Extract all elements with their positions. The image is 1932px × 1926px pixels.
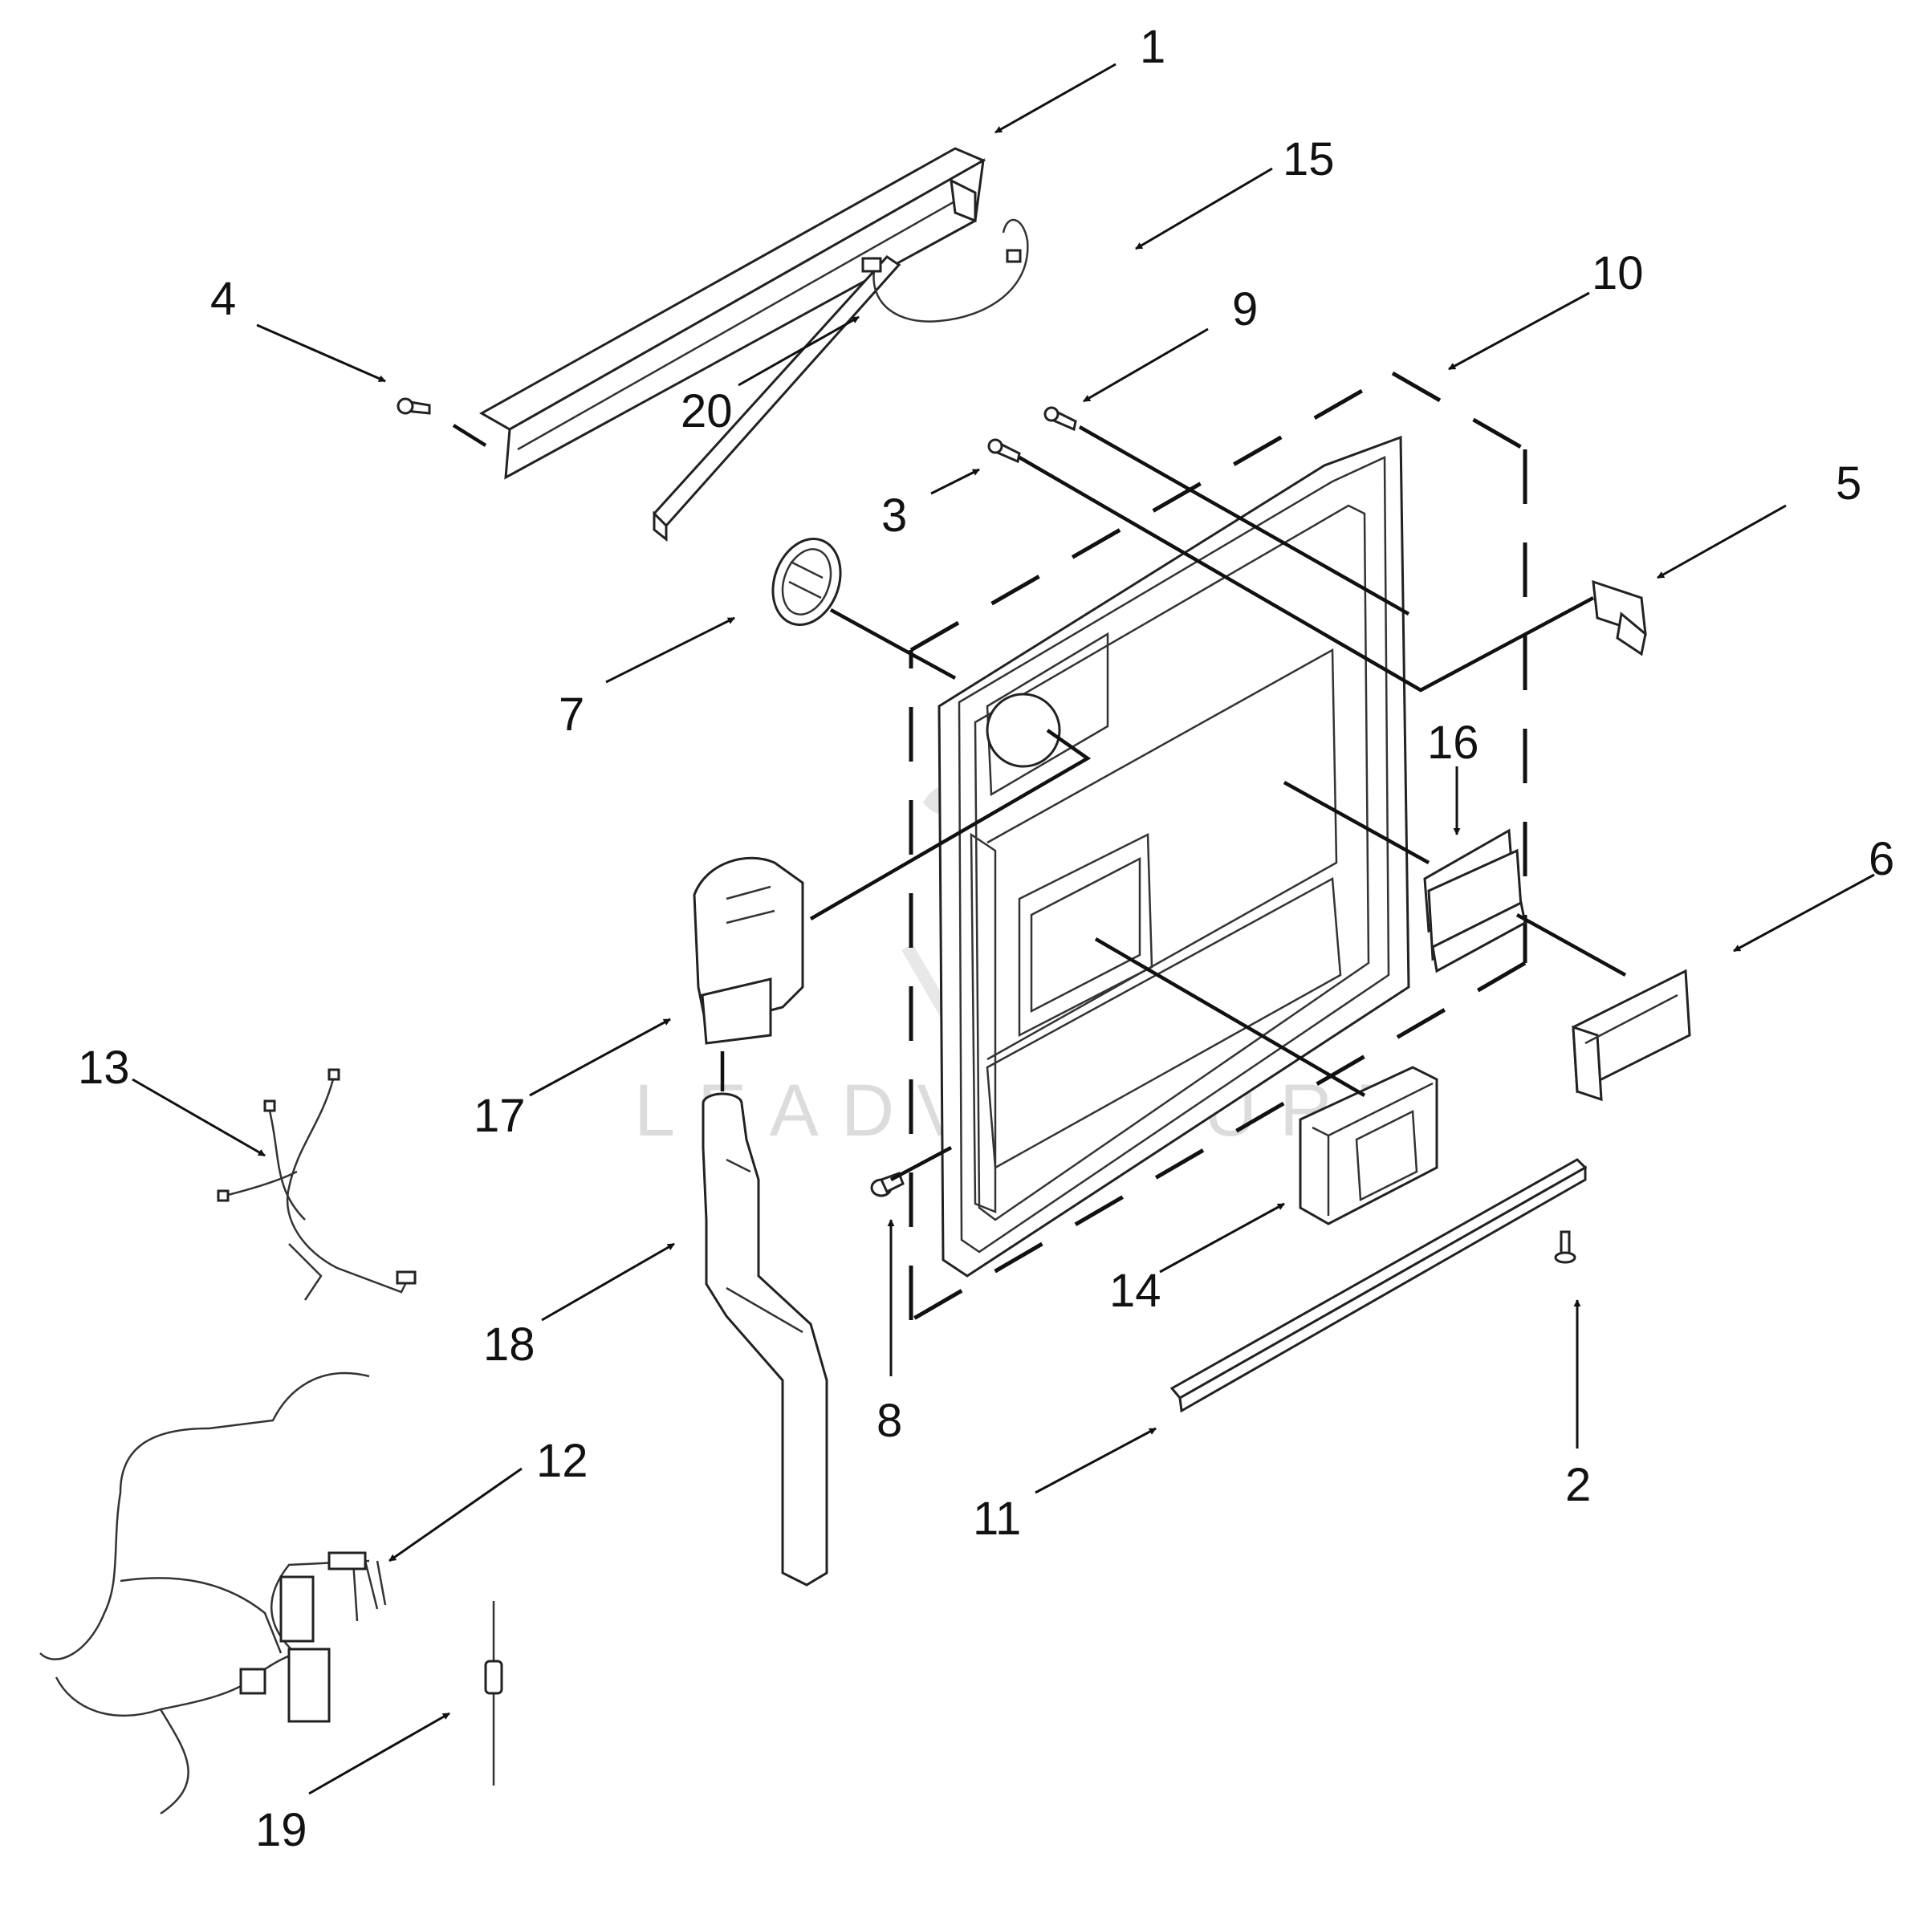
callout-19: 19 <box>255 1804 307 1856</box>
callout-13: 13 <box>78 1042 130 1094</box>
leader-5 <box>1657 504 1787 579</box>
leader-6 <box>1733 873 1875 953</box>
part-11-bottom-rail <box>1169 1158 1588 1413</box>
callout-7: 7 <box>559 689 584 741</box>
inner-door-panel <box>938 435 1410 1278</box>
part-20-wire <box>861 218 1029 323</box>
callout-20: 20 <box>681 385 733 437</box>
leader-20 <box>738 315 860 387</box>
callout-1: 1 <box>1140 21 1165 73</box>
leader-4 <box>256 323 386 383</box>
callout-15: 15 <box>1283 133 1335 185</box>
part-12-wire-harness <box>39 1371 387 1815</box>
door-outline-dashed <box>909 371 1527 1323</box>
leader-19 <box>308 1712 450 1795</box>
callout-8: 8 <box>877 1395 902 1447</box>
leader-arrows <box>132 63 1875 1795</box>
part-14-dispenser <box>1299 1066 1438 1225</box>
leader-18 <box>541 1242 675 1322</box>
part-15-trim-strip <box>652 255 901 542</box>
leader-11 <box>1035 1427 1157 1494</box>
callout-3: 3 <box>881 490 907 542</box>
callout-12: 12 <box>536 1435 588 1487</box>
leader-7 <box>605 616 735 684</box>
callout-4: 4 <box>210 273 236 325</box>
part-2-screw <box>1554 1230 1576 1264</box>
callout-5: 5 <box>1836 457 1861 510</box>
callout-18: 18 <box>483 1319 535 1371</box>
callout-2: 2 <box>1565 1459 1591 1511</box>
callout-16: 16 <box>1427 717 1479 769</box>
part-9-screw <box>1043 406 1077 432</box>
leader-9 <box>1083 327 1209 403</box>
part-1-control-panel <box>478 147 986 480</box>
assembly-connectors <box>452 424 1627 1181</box>
part-17-vent-assembly <box>693 856 804 1045</box>
leader-1 <box>994 63 1116 134</box>
part-16-bracket <box>1423 828 1527 973</box>
part-19-thermal-fuse <box>484 1601 503 1786</box>
callout-10: 10 <box>1592 247 1644 299</box>
leader-3 <box>930 468 980 495</box>
leader-15 <box>1135 167 1273 250</box>
part-5-door-latch <box>1592 579 1647 656</box>
leader-13 <box>132 1078 266 1157</box>
part-7-vent-cap <box>771 538 842 626</box>
callout-11: 11 <box>973 1493 1021 1545</box>
part-3-screw <box>987 438 1021 464</box>
leader-14 <box>1159 1202 1285 1274</box>
part-13-wire-harness <box>217 1068 417 1301</box>
callout-6: 6 <box>1869 833 1894 885</box>
leader-12 <box>388 1467 523 1562</box>
leader-10 <box>1448 291 1590 371</box>
callout-labels: 1 15 4 10 9 20 5 3 16 7 6 13 17 18 14 8 … <box>78 21 1894 1856</box>
part-6-control-module <box>1572 969 1691 1102</box>
leader-17 <box>529 1018 671 1097</box>
part-4-screw <box>397 397 431 415</box>
callout-9: 9 <box>1232 283 1258 335</box>
part-18-duct <box>702 1092 828 1587</box>
callout-14: 14 <box>1109 1265 1161 1317</box>
callout-17: 17 <box>474 1090 526 1142</box>
